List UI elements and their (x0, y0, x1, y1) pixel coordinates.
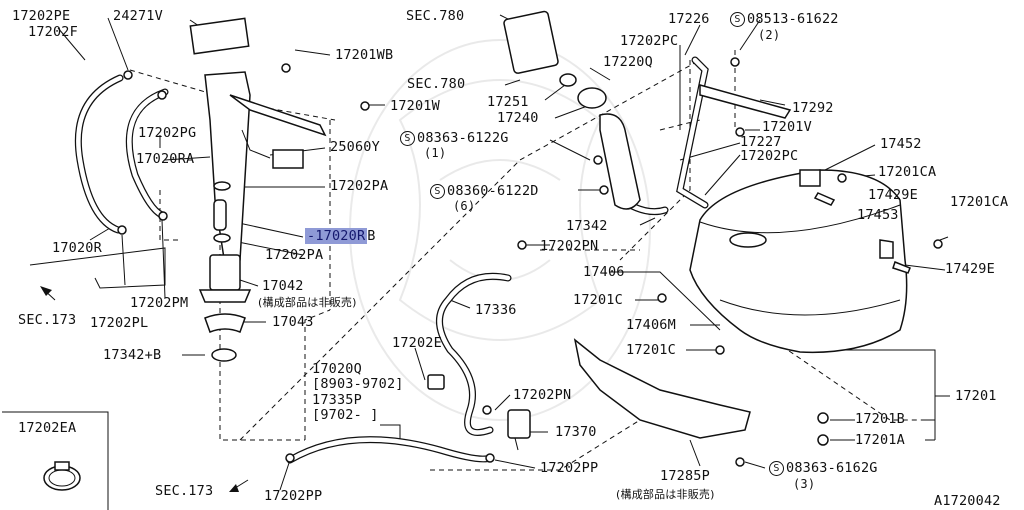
label-17202PL[interactable]: 17202PL (90, 315, 149, 331)
filler-neck (503, 10, 641, 210)
label-sec173-bottom[interactable]: SEC.173 (155, 483, 214, 499)
label-17201W[interactable]: 17201W (390, 98, 440, 114)
clamps-and-screws (117, 57, 943, 467)
label-17201C-upper[interactable]: 17201C (573, 292, 623, 308)
label-17370[interactable]: 17370 (555, 424, 597, 440)
label-17429E-right[interactable]: 17429E (945, 261, 995, 277)
label-17020RA[interactable]: 17020RA (136, 151, 195, 167)
label-17202PP-right[interactable]: 17202PP (540, 460, 599, 476)
leader-lines (57, 14, 950, 491)
label-screw-08360-qty: (6) (453, 199, 476, 213)
label-17202PP-bottom[interactable]: 17202PP (264, 488, 323, 504)
label-17202PM[interactable]: 17202PM (130, 295, 189, 311)
label-17336[interactable]: 17336 (475, 302, 517, 318)
fuel-tank (689, 169, 908, 354)
label-17201A[interactable]: 17201A (855, 432, 905, 448)
label-17020R[interactable]: 17020R (52, 240, 102, 256)
label-17202PG[interactable]: 17202PG (138, 125, 197, 141)
label-17201WB[interactable]: 17201WB (335, 47, 394, 63)
label-17292[interactable]: 17292 (792, 100, 834, 116)
inset-box (2, 411, 109, 510)
label-17226[interactable]: 17226 (668, 11, 710, 27)
part-number-suffix: B (367, 228, 376, 244)
label-17429E-top[interactable]: 17429E (868, 187, 918, 203)
label-17202PC-top[interactable]: 17202PC (620, 33, 679, 49)
range-8903-9702: [8903-9702] (312, 376, 404, 392)
label-25060Y[interactable]: 25060Y (330, 139, 380, 155)
label-screw-08363-6122G-qty: (1) (424, 146, 447, 160)
label-17342-plus-B[interactable]: 17342+B (103, 347, 162, 363)
highlighted-part-number: -17020R (305, 228, 368, 244)
label-17202EA[interactable]: 17202EA (18, 420, 77, 436)
label-17202PC-mid[interactable]: 17202PC (740, 148, 799, 164)
label-17202PA-bottom[interactable]: 17202PA (265, 247, 324, 263)
label-17202PN-bottom[interactable]: 17202PN (513, 387, 572, 403)
screw-08363-6162G-number: 08363-6162G (786, 460, 878, 476)
screw-symbol-icon: S (400, 131, 415, 146)
label-17043[interactable]: 17043 (272, 314, 314, 330)
label-17201CA-right[interactable]: 17201CA (950, 194, 1009, 210)
protector-plate (573, 338, 751, 439)
label-17251[interactable]: 17251 (487, 94, 529, 110)
label-17201C-lower[interactable]: 17201C (626, 342, 676, 358)
label-17202E[interactable]: 17202E (392, 335, 442, 351)
label-17202PE[interactable]: 17202PE (12, 8, 71, 24)
label-17202F[interactable]: 17202F (28, 24, 78, 40)
label-17406M[interactable]: 17406M (626, 317, 676, 333)
label-17342[interactable]: 17342 (566, 218, 608, 234)
label-24271V[interactable]: 24271V (113, 8, 163, 24)
label-17020Q[interactable]: 17020Q (312, 361, 362, 377)
label-sec173-left[interactable]: SEC.173 (18, 312, 77, 328)
arrows (40, 286, 249, 492)
label-17452[interactable]: 17452 (880, 136, 922, 152)
fuel-filter (507, 409, 531, 451)
screw-symbol-icon: S (730, 12, 745, 27)
label-17201V[interactable]: 17201V (762, 119, 812, 135)
diagram-id: A1720042 (934, 493, 1001, 509)
label-17285P[interactable]: 17285P (660, 468, 710, 484)
label-17335P[interactable]: 17335P (312, 392, 362, 408)
screw-08513-number: 08513-61622 (747, 11, 839, 27)
label-17201B[interactable]: 17201B (855, 411, 905, 427)
label-17220Q[interactable]: 17220Q (603, 54, 653, 70)
label-17202PA-top[interactable]: 17202PA (330, 178, 389, 194)
label-17227[interactable]: 17227 (740, 134, 782, 150)
note-17285P-not-sold: (構成部品は非販売) (616, 488, 715, 501)
note-17042-not-sold: (構成部品は非販売) (258, 296, 357, 309)
label-17201[interactable]: 17201 (955, 388, 997, 404)
sender-unit (189, 17, 327, 362)
label-17406[interactable]: 17406 (583, 264, 625, 280)
screw-symbol-icon: S (430, 184, 445, 199)
label-sec780-top[interactable]: SEC.780 (406, 8, 465, 24)
label-17042[interactable]: 17042 (262, 278, 304, 294)
label-17453[interactable]: 17453 (857, 207, 899, 223)
label-17201CA-top[interactable]: 17201CA (878, 164, 937, 180)
label-screw-08513-qty: (2) (758, 28, 781, 42)
clamp-17202EA (43, 461, 81, 491)
screw-08363-6122G-number: 08363-6122G (417, 130, 509, 146)
label-screw-08363-6162G-qty: (3) (793, 477, 816, 491)
range-9702-onward: [9702- ] (312, 407, 379, 423)
screw-symbol-icon: S (769, 461, 784, 476)
screw-08360-number: 08360-6122D (447, 183, 539, 199)
label-17202PN-top[interactable]: 17202PN (540, 238, 599, 254)
label-sec780-bottom[interactable]: SEC.780 (407, 76, 466, 92)
label-17240[interactable]: 17240 (497, 110, 539, 126)
